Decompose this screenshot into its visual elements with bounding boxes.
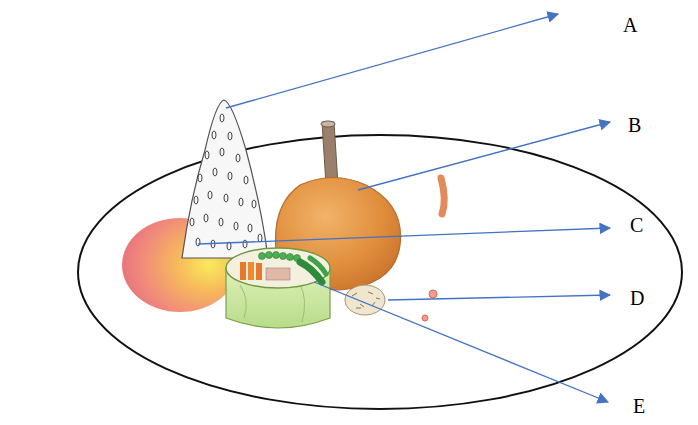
leader-arrow	[198, 228, 610, 244]
carrot-stick	[240, 262, 246, 280]
pea-row	[259, 252, 301, 262]
leader-lines	[198, 14, 610, 402]
seed-mark	[239, 198, 243, 206]
leader-arrow	[226, 14, 558, 108]
leader-arrow	[358, 122, 610, 190]
seed-mark	[204, 214, 208, 222]
callout-letter: D	[630, 288, 644, 308]
seed-mark	[258, 234, 262, 242]
carrot-stick	[256, 263, 262, 280]
seed-mark	[234, 222, 238, 230]
seed-mark	[224, 194, 228, 202]
seed-mark	[228, 132, 232, 140]
crumble	[345, 285, 385, 315]
plate-rim	[78, 135, 682, 409]
seed-mark	[248, 224, 252, 232]
carrot-stick	[248, 262, 254, 280]
seed-mark	[194, 196, 198, 204]
seed-mark	[196, 238, 200, 246]
callout-letter: C	[630, 215, 643, 235]
seed-mark	[243, 240, 247, 248]
seed-mark	[228, 172, 232, 180]
callout-letter: A	[623, 15, 637, 35]
stem	[322, 122, 338, 185]
seed-mark	[190, 218, 194, 226]
sauce-streak	[441, 178, 444, 214]
seed-mark	[213, 168, 217, 176]
leader-arrow	[388, 295, 610, 300]
sauce-dot	[429, 290, 437, 298]
seed-mark	[220, 148, 224, 156]
leader-arrow	[314, 282, 608, 402]
seed-cone	[182, 100, 268, 258]
sauce-dot	[422, 315, 428, 321]
seed-mark	[198, 174, 202, 182]
seed-mark	[208, 191, 212, 199]
seed-mark	[220, 114, 224, 122]
callout-letter: B	[628, 115, 641, 135]
green-bean	[310, 258, 326, 274]
callout-letter: E	[633, 396, 645, 416]
seed-mark	[252, 200, 256, 208]
roll-veins	[240, 284, 305, 322]
seed-mark	[244, 176, 248, 184]
ham-slice	[266, 268, 290, 280]
seed-mark	[212, 131, 216, 139]
seed-marks	[190, 114, 262, 250]
stem-top	[321, 121, 335, 127]
seed-mark	[219, 218, 223, 226]
seed-mark	[205, 151, 209, 159]
seed-mark	[236, 154, 240, 162]
